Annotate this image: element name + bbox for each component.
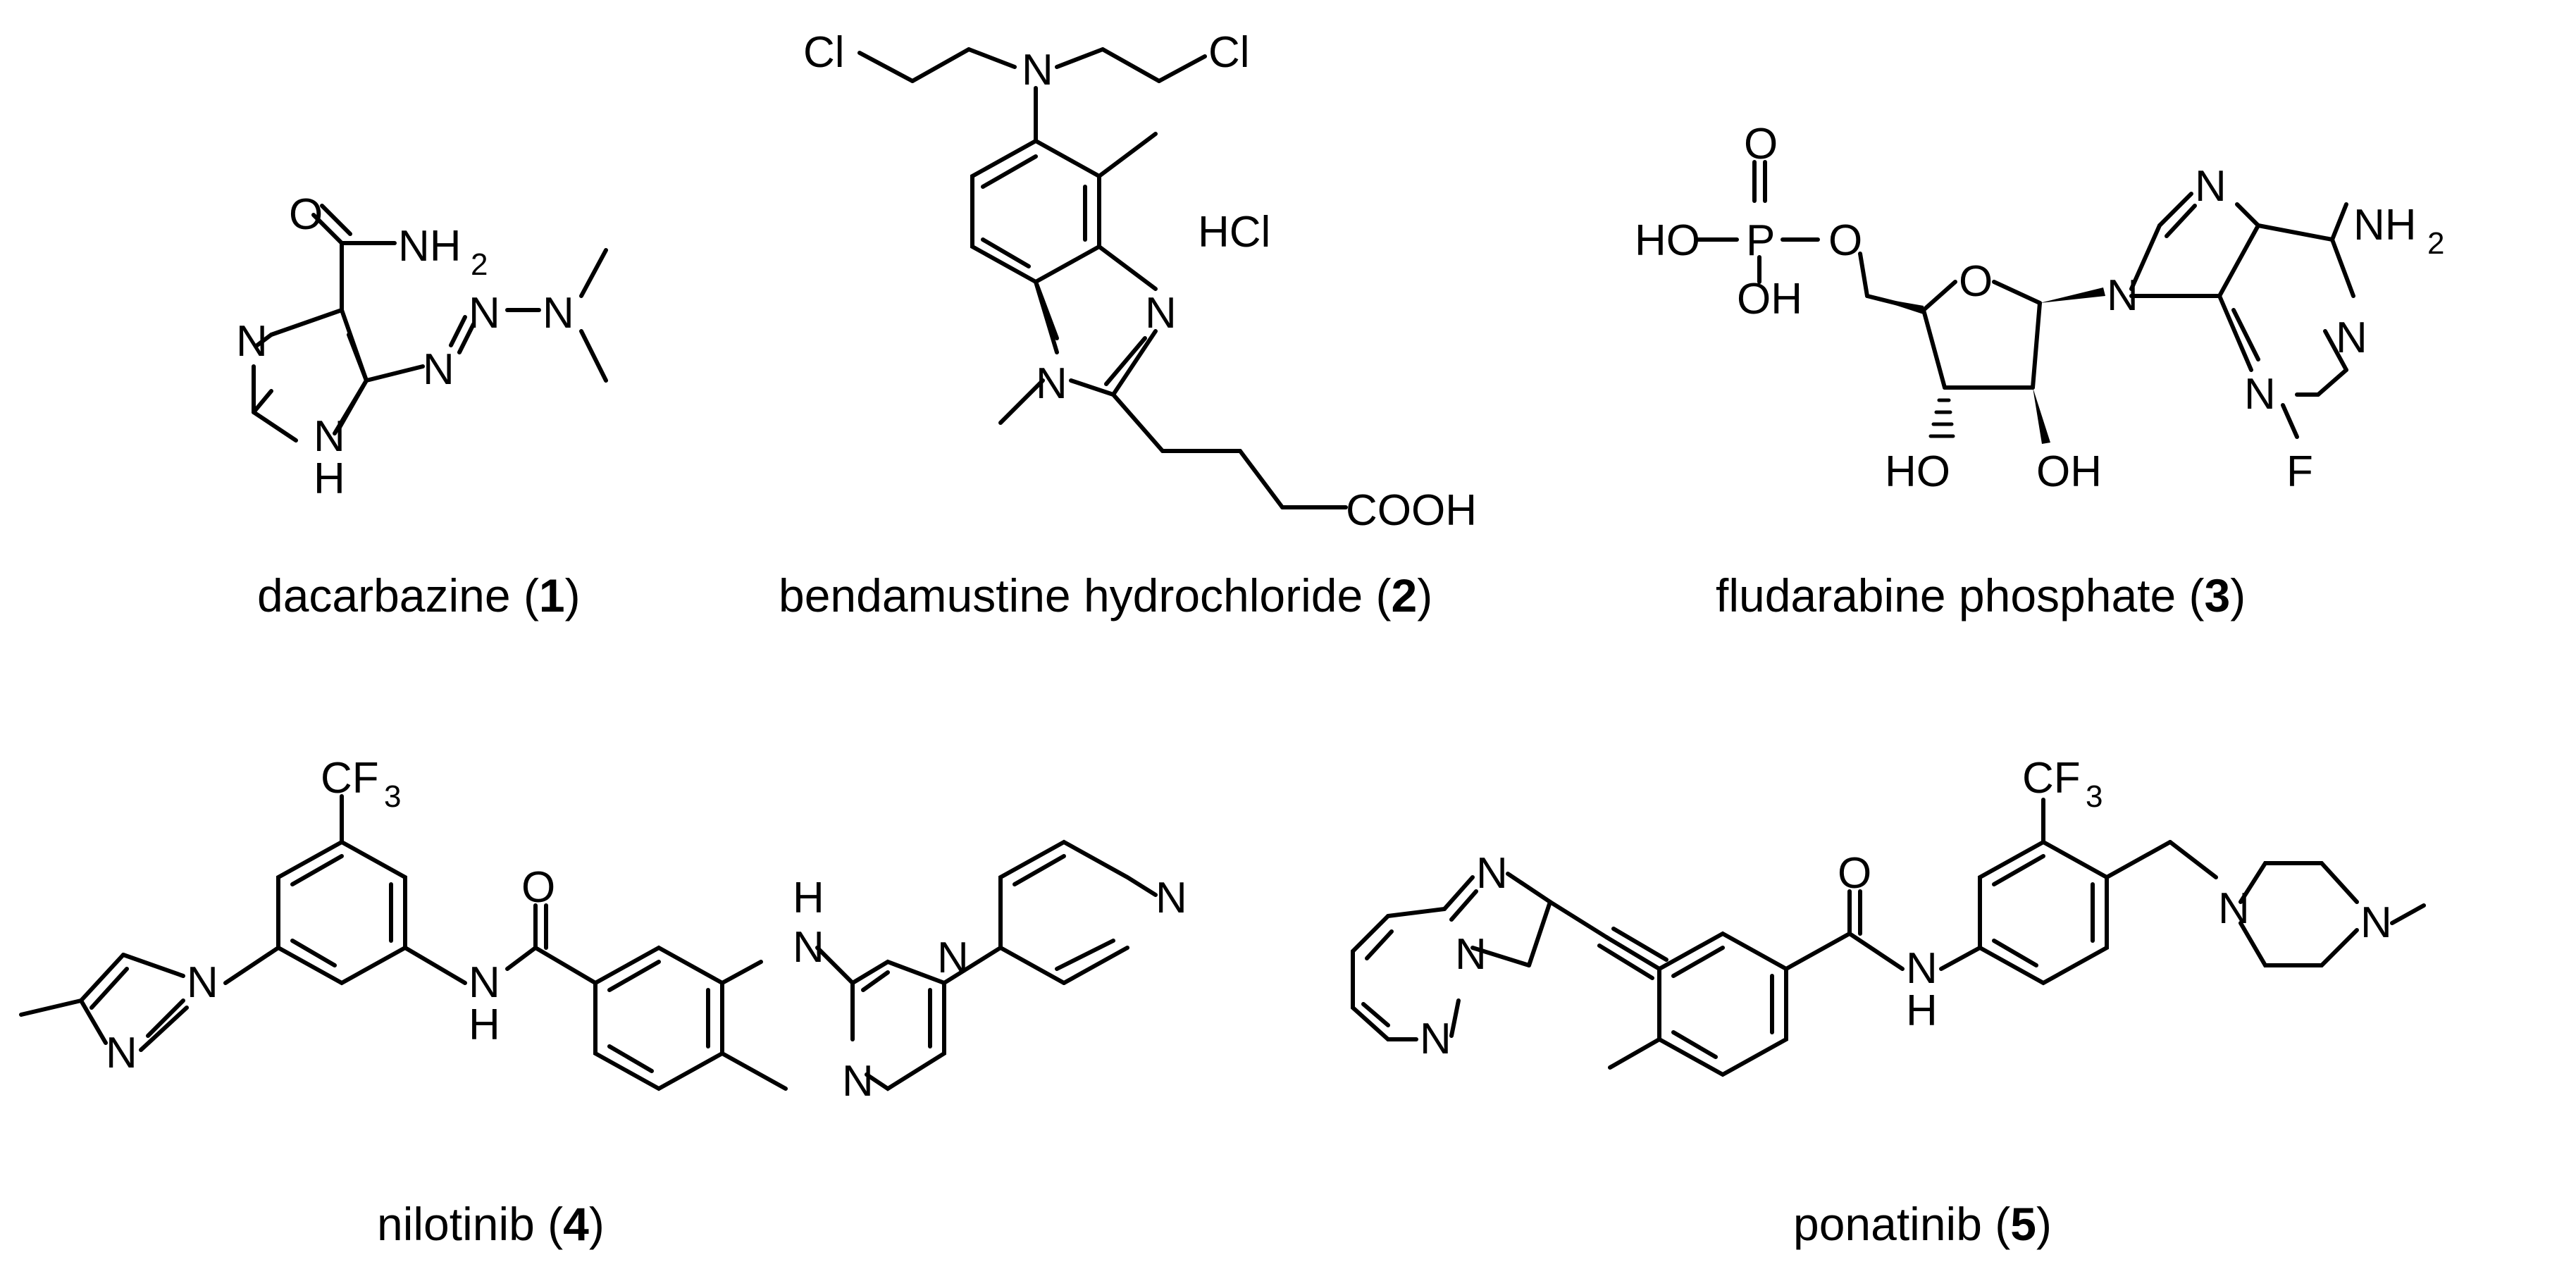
dacarbazine-structure [252,204,608,443]
ponatinib-o: O [1838,849,1871,898]
nilotinib-cf: CF [321,754,379,803]
ponatinib-n-bridge: N [1455,930,1487,979]
bendamustine-n-top: N [1022,46,1053,94]
dacarbazine-n-ring: N [236,317,268,366]
nilotinib-n-pyr1: N [937,934,969,982]
ponatinib-n-pyridazine: N [1420,1015,1451,1063]
bendamustine-hcl: HCl [1198,208,1270,256]
bendamustine-cooh: COOH [1346,486,1477,535]
fludarabine-n1: N [2336,314,2367,362]
ponatinib-cf3-sub: 3 [2086,779,2103,814]
nilotinib-cf3-sub: 3 [384,779,401,814]
fludarabine-o-ring: O [1959,257,1993,306]
fludarabine-oh-p: OH [1737,275,1802,323]
dacarbazine-n1: N [423,345,454,394]
dacarbazine-nh: NH [398,222,462,271]
fludarabine-n3: N [2244,370,2276,419]
fludarabine-nh2-sub: 2 [2427,226,2444,261]
ponatinib-n-im: N [1476,849,1508,898]
nilotinib-n-im3: N [106,1029,137,1077]
dacarbazine-n2: N [469,289,500,338]
nilotinib-n-pyr3: N [842,1057,874,1106]
bendamustine-n-ring-right: N [1145,289,1177,338]
ponatinib-amide-n: N [1906,944,1938,993]
ponatinib-n-pip4: N [2360,898,2392,947]
fludarabine-o-top: O [1744,120,1778,168]
dacarbazine-nh-n: N [314,412,345,461]
nilotinib-nh-h: H [793,874,824,922]
nilotinib-amide-n: N [469,958,500,1007]
fludarabine-caption: fludarabine phosphate (3) [1716,569,2246,621]
nilotinib-n-pyridine: N [1156,874,1187,922]
fludarabine-f: F [2286,447,2313,496]
nilotinib-nh-n: N [793,923,824,972]
bendamustine-caption: bendamustine hydrochloride (2) [779,569,1432,621]
bendamustine-cl-left: Cl [803,28,845,77]
bendamustine-n-ring-left: N [1036,359,1067,408]
nilotinib-o: O [521,863,555,912]
nilotinib-caption: nilotinib (4) [377,1198,605,1250]
ponatinib-n-pip1: N [2218,884,2250,933]
fludarabine-ho-3: HO [1885,447,1950,496]
ponatinib-amide-h: H [1906,986,1938,1035]
nilotinib-n-im1: N [187,958,218,1007]
dacarbazine-n3: N [543,289,574,338]
bendamustine-cl-right: Cl [1208,28,1250,77]
fludarabine-o-link: O [1828,216,1862,265]
dacarbazine-nh-h: H [314,454,345,503]
nilotinib-structure [19,794,1158,1091]
dacarbazine-caption: dacarbazine (1) [257,569,581,621]
fludarabine-oh-2: OH [2036,447,2102,496]
ponatinib-caption: ponatinib (5) [1793,1198,2052,1250]
nilotinib-amide-h: H [469,1001,500,1049]
fludarabine-ho: HO [1635,216,1700,265]
fludarabine-n7: N [2195,162,2227,211]
dacarbazine-o: O [289,190,323,239]
ponatinib-cf: CF [2022,754,2081,803]
fludarabine-nh: NH [2353,201,2417,249]
fludarabine-n9: N [2107,271,2138,320]
fludarabine-structure [1696,160,2355,444]
bendamustine-structure [857,47,1348,509]
dacarbazine-nh2-sub: 2 [471,247,488,282]
ponatinib-structure [1351,798,2426,1077]
fludarabine-p: P [1746,216,1775,265]
